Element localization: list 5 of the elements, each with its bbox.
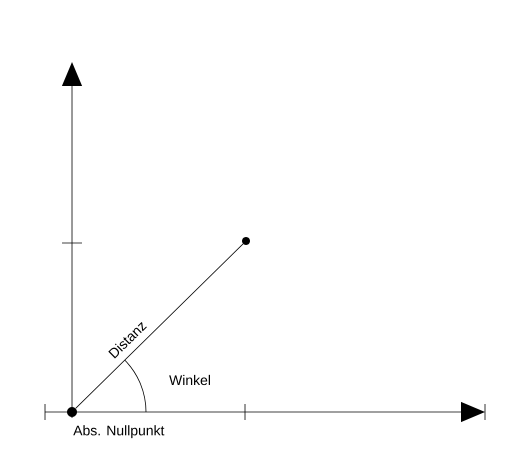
point-label: Abs. Nullpunkt xyxy=(73,425,164,438)
distance-line xyxy=(75,244,244,409)
angle-label: Winkel xyxy=(169,374,210,386)
point-dot xyxy=(67,406,77,417)
point-dot xyxy=(242,236,250,245)
